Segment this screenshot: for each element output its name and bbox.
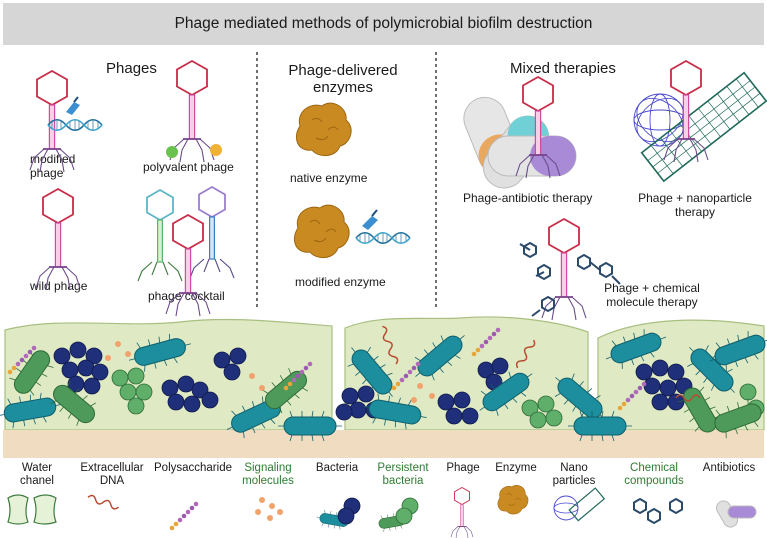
legend-bacteria: Bacteria [315, 462, 359, 474]
label-wild-phage: wild phage [30, 279, 88, 293]
title-banner: Phage mediated methods of polymicrobial … [3, 3, 764, 45]
mixed-heading: Mixed therapies [510, 60, 616, 77]
legend-chem: Chemical compounds [624, 462, 684, 487]
figure-title: Phage mediated methods of polymicrobial … [174, 15, 593, 32]
legend-antibiotic: Antibiotics [702, 462, 756, 474]
label-phage-antibiotic: Phage-antibiotic therapy [463, 191, 593, 205]
enzymes-heading: Phage-delivered enzymes [288, 62, 398, 97]
label-modified-enzyme: modified enzyme [295, 275, 386, 289]
phages-heading: Phages [106, 60, 157, 77]
legend-poly: Polysaccharide [154, 462, 232, 474]
label-native-enzyme: native enzyme [290, 171, 368, 185]
legend-enzyme: Enzyme [495, 462, 537, 474]
label-phage-chemical: Phage + chemical molecule therapy [604, 281, 700, 309]
legend-dna: Extracellular DNA [80, 462, 144, 487]
legend-signal: Signaling molecules [242, 462, 294, 487]
label-phage-nanoparticle: Phage + nanoparticle therapy [638, 191, 752, 219]
legend-nano: Nano particles [552, 462, 596, 487]
legend-water: Water chanel [20, 462, 54, 487]
label-phage-cocktail: phage cocktail [148, 289, 225, 303]
legend-persistent: Persistent bacteria [377, 462, 429, 487]
legend-phage: Phage [446, 462, 480, 474]
label-polyvalent-phage: polyvalent phage [143, 160, 234, 174]
